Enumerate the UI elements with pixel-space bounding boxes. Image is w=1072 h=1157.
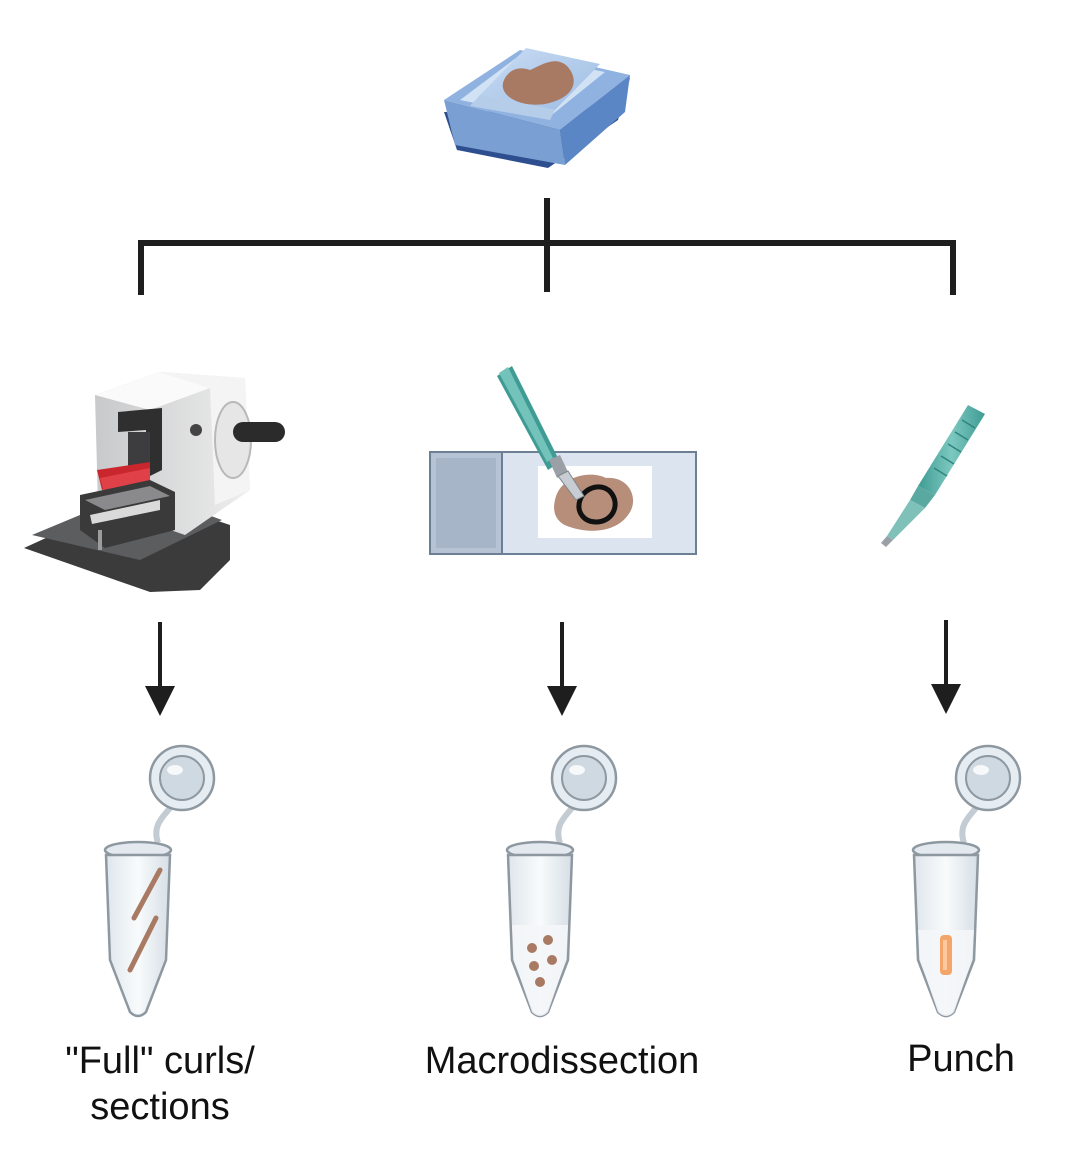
tube-curls-icon [103,744,216,1018]
tube-macro-icon [505,744,618,1018]
slide-scalpel-icon [429,366,697,555]
tube-punch-icon [911,744,1022,1018]
microtome-icon [24,372,285,592]
branch-connector [138,198,956,295]
caption-macrodissection: Macrodissection [424,1040,700,1082]
caption-curls: "Full" curls/ sections [30,1038,290,1130]
caption-punch: Punch [907,1038,1015,1080]
biopsy-punch-icon [881,405,985,547]
caption-curls-line1: "Full" curls/ [65,1040,255,1082]
arrow-down-icon [547,622,577,716]
arrow-down-icon [931,620,961,714]
caption-curls-line2: sections [90,1086,230,1128]
arrow-down-icon [145,622,175,716]
ffpe-block-icon [444,48,630,168]
